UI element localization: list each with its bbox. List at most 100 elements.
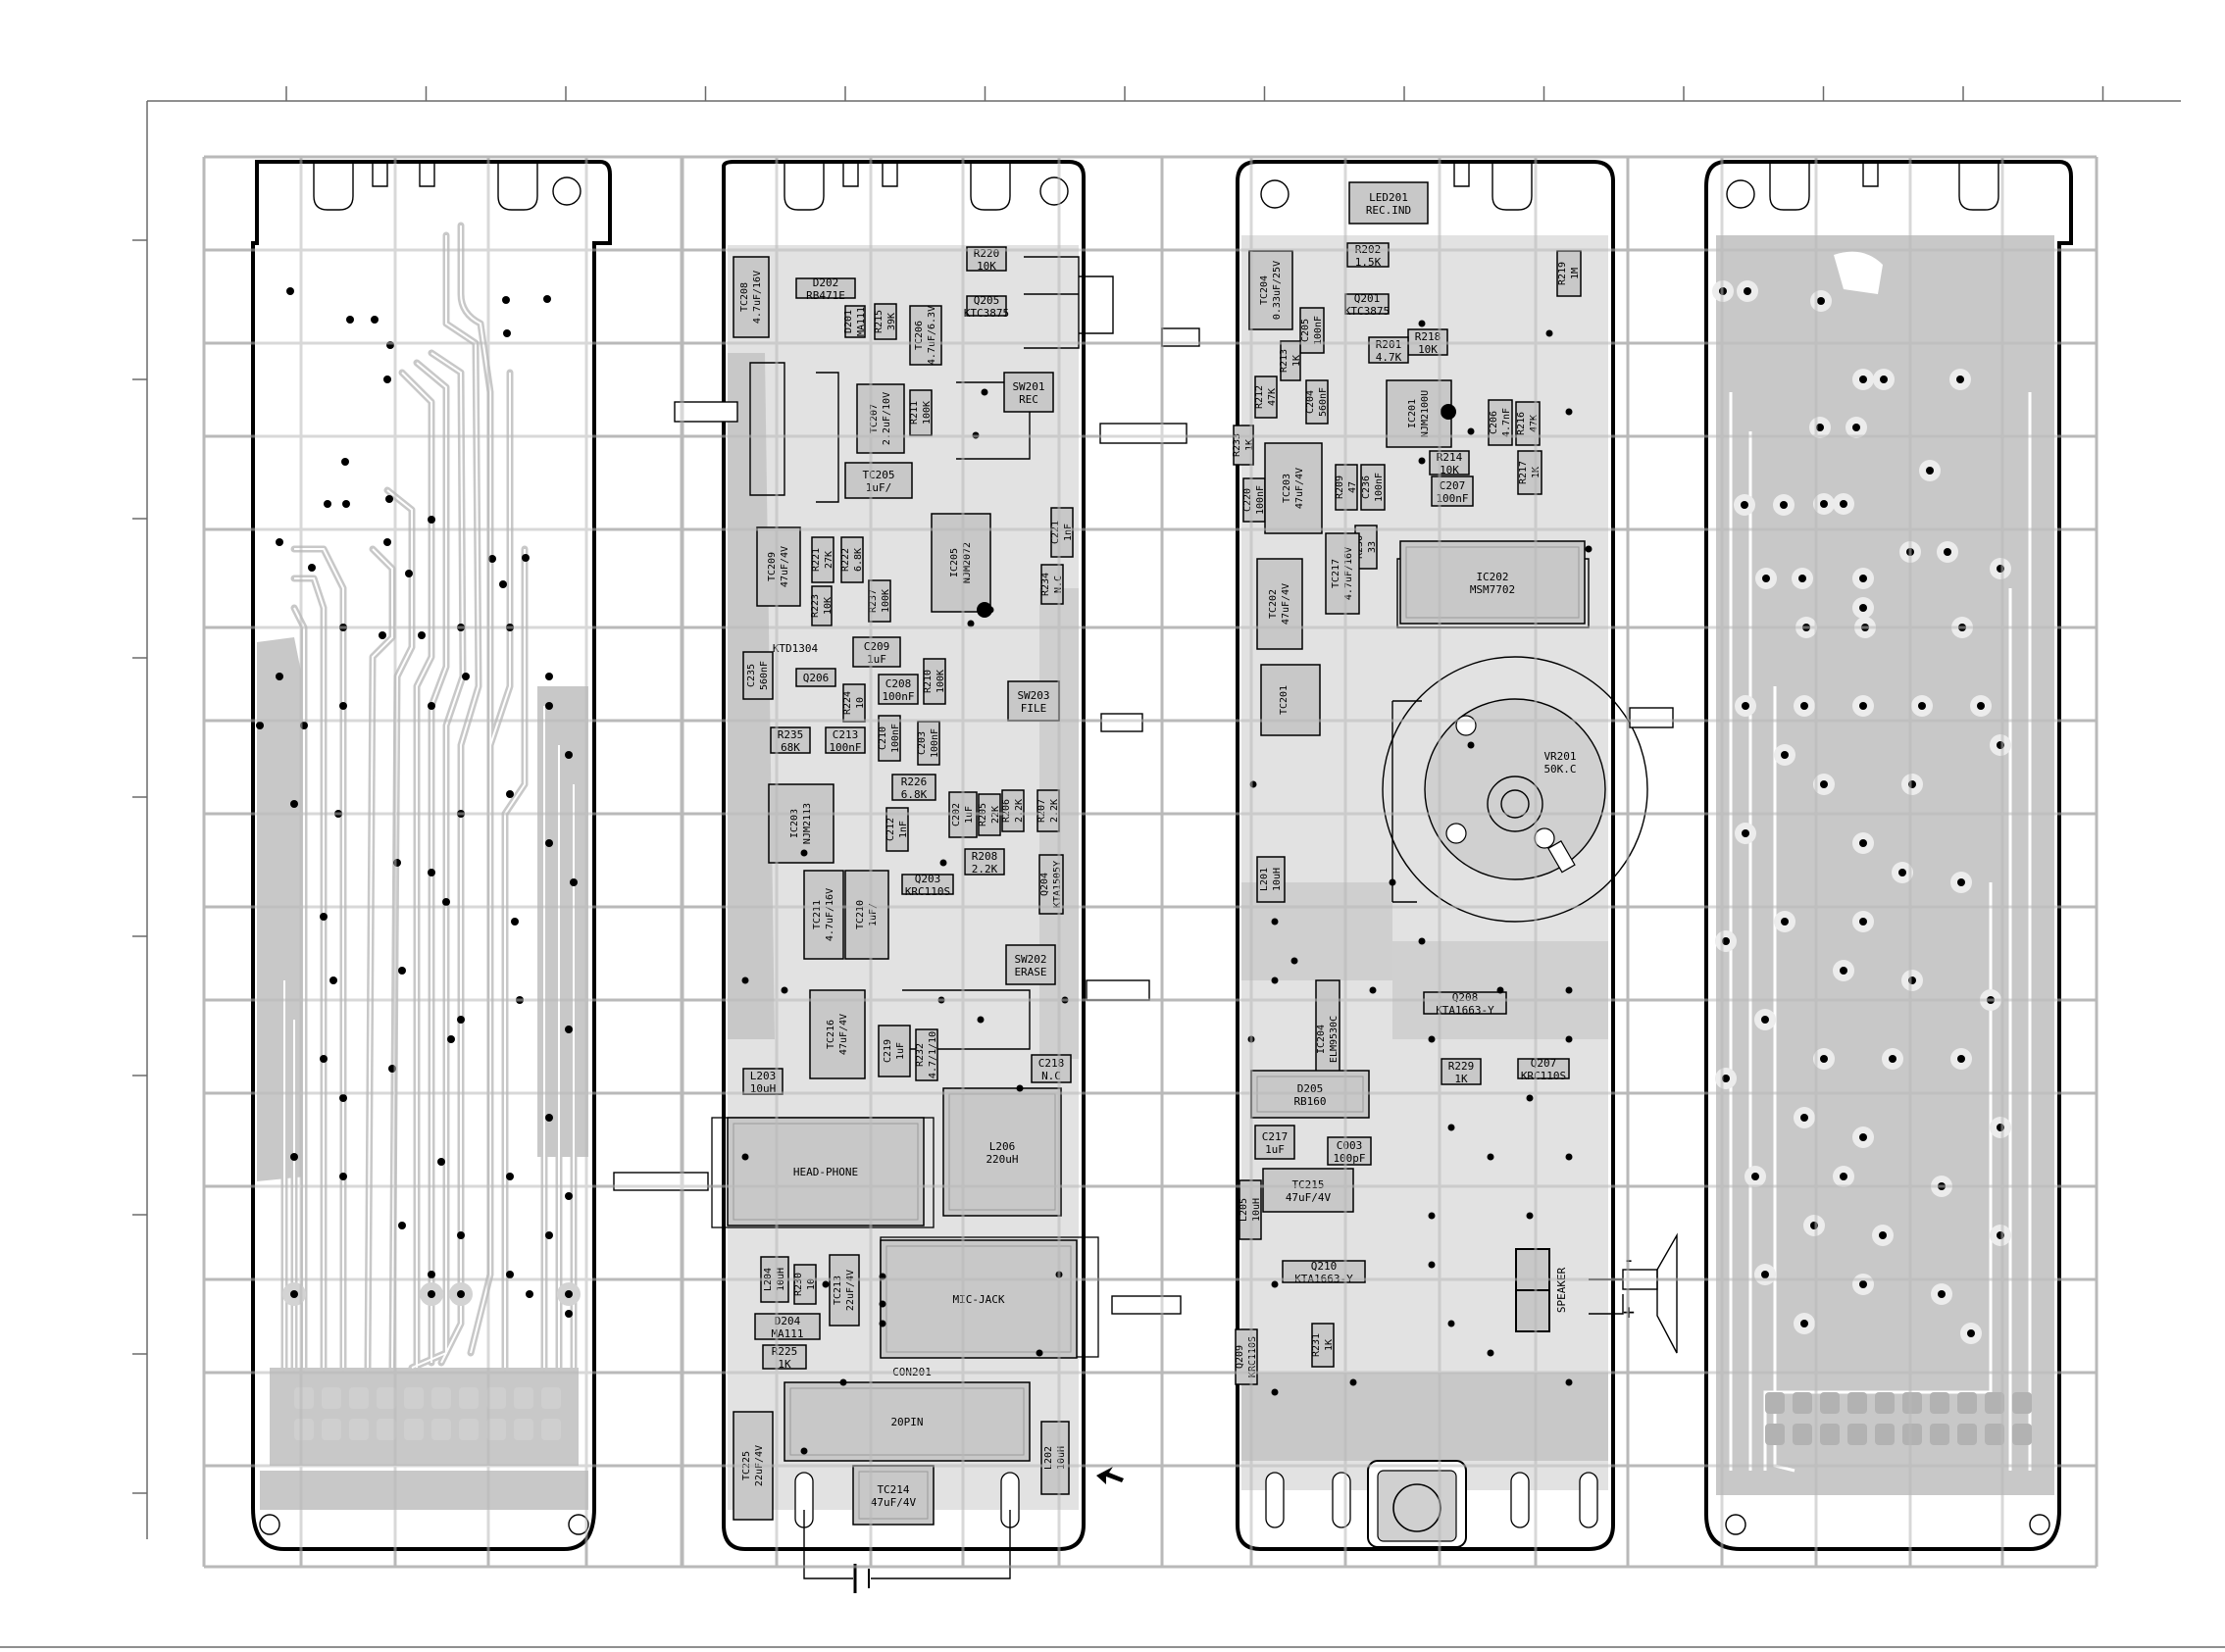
component-value: 1K [1291, 355, 1302, 367]
component-value: 47uF/4V [780, 546, 790, 587]
component-value: KTC3875 [1344, 305, 1390, 318]
component-ref: SW202 [1014, 953, 1046, 966]
component-ref: IC201 [1407, 399, 1418, 428]
component-ref: R213 [1279, 349, 1289, 373]
component-value: KTC3875 [964, 307, 1009, 320]
component-value: 1uF/ [868, 903, 879, 926]
component-ref: TC204 [1259, 275, 1270, 305]
component-value: 100nF [829, 741, 861, 754]
component-ref: C207 [1440, 479, 1466, 492]
component-ref: TC216 [826, 1020, 836, 1049]
component-ref: R211 [909, 401, 920, 425]
component-ref: R233 [1232, 433, 1242, 457]
component-value: 47uF/4V [838, 1014, 849, 1055]
component-ref: L202 [1043, 1446, 1054, 1470]
board-3-mount-tabs [1260, 162, 1533, 211]
component-value: N.C [1041, 1070, 1061, 1082]
component-value: 100K [922, 401, 933, 425]
component-value: ERASE [1014, 966, 1046, 978]
component-ref: R206 [1001, 799, 1012, 823]
component-ref: Q203 [915, 873, 941, 885]
component-value: 1M [1570, 268, 1581, 279]
component-value: NJM2113 [802, 803, 813, 844]
reset-switch-sw205 [1367, 1460, 1467, 1548]
component-ref: R212 [1254, 385, 1265, 409]
component-ref: VR201 [1543, 750, 1576, 763]
component-ref: R214 [1437, 451, 1463, 464]
component-value: 50K.C [1543, 763, 1576, 776]
component-ref: IC202 [1476, 571, 1508, 583]
component-ref: IC204 [1316, 1025, 1327, 1054]
component-value: 1uF [895, 1042, 906, 1060]
component-value: 39K [886, 313, 897, 330]
component-value: 1K [778, 1358, 791, 1371]
component-ref: Q201 [1354, 292, 1381, 305]
component-ref: KTD1304 [773, 642, 819, 655]
component-value: 1K [1454, 1073, 1468, 1085]
board-4-copper-pour [1716, 235, 2054, 1495]
component-ref: R207 [1037, 799, 1047, 823]
component-value: 4.7uF/6.3V [927, 306, 937, 365]
component-ref: C205 [1300, 319, 1311, 342]
component-ref: TC209 [767, 552, 778, 581]
component-value: 100nF [882, 690, 914, 703]
component-ref: R226 [901, 776, 928, 788]
component-ref: R231 [1311, 1333, 1322, 1357]
component-value: 560nF [1318, 387, 1329, 417]
component-ref: R218 [1415, 330, 1441, 343]
component-ref: R209 [1335, 476, 1345, 499]
component-ref: C212 [885, 818, 896, 841]
component-ref: L203 [750, 1070, 777, 1082]
component-ref: TC211 [812, 900, 823, 929]
component-value: MSM7702 [1470, 583, 1515, 596]
component-value: 47uF/4V [1294, 468, 1305, 509]
component-ref: C236 [1361, 476, 1372, 499]
component-ref: R237 [868, 589, 879, 613]
component-value: 22uF/4V [845, 1270, 856, 1311]
component-ref: HEAD-PHONE [793, 1166, 858, 1178]
board-4-mount-tabs [1726, 162, 1999, 211]
component-ref: TC213 [833, 1276, 843, 1305]
component-value: RB160 [1293, 1095, 1326, 1108]
component-value: 4.7/1/10 [928, 1031, 938, 1078]
board2-mic-jack: MIC-JACK [880, 1239, 1078, 1359]
component-ref: C206 [1489, 411, 1499, 434]
component-ref: IC203 [789, 809, 800, 838]
component-value: 0.33uF/25V [1272, 261, 1283, 320]
board-1 [251, 160, 612, 1551]
component-ref: C219 [883, 1039, 893, 1063]
component-ref: Q204 [1039, 873, 1050, 896]
component-ref: TC201 [1279, 685, 1289, 715]
component-value: 100K [881, 589, 891, 613]
component-value: NJM2072 [962, 542, 973, 583]
board2-head-phone: HEAD-PHONE [727, 1117, 925, 1226]
component-value: 47 [1347, 481, 1358, 493]
component-value: KTA1663-Y [1436, 1004, 1494, 1017]
